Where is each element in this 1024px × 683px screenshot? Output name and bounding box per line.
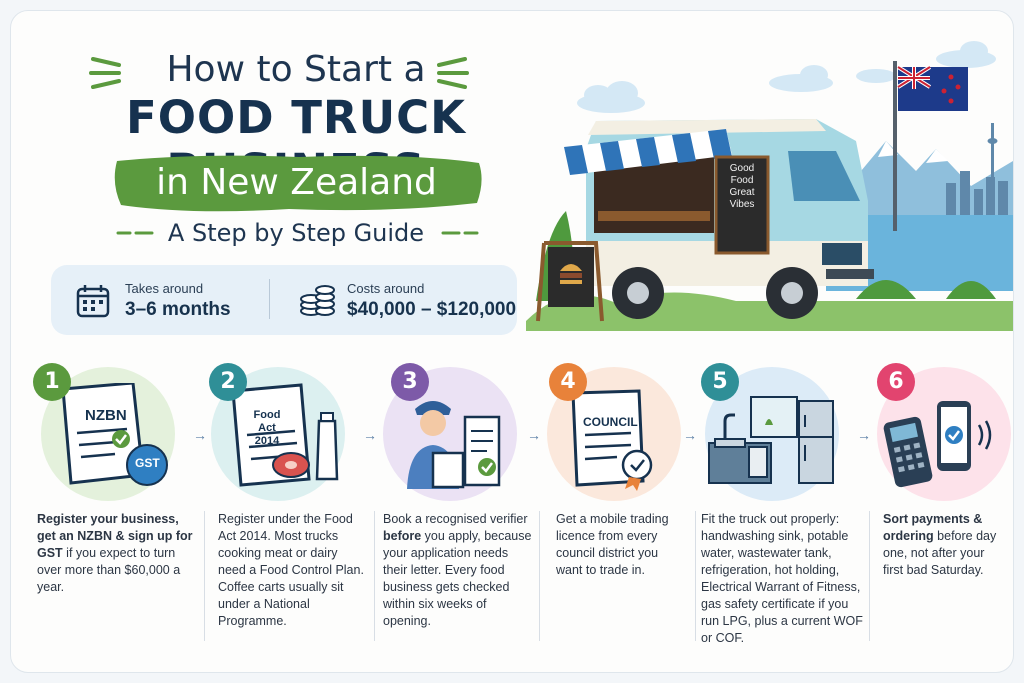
cost-label: Costs around [347, 281, 425, 296]
verifier-person-icon [407, 401, 501, 489]
kitchen-fitout-icon [708, 396, 834, 484]
city-skyline-icon [946, 123, 1008, 215]
calendar-icon [76, 285, 110, 318]
step-1-badge: 1 [33, 363, 71, 401]
food-truck-icon [536, 119, 874, 322]
food-act-document-icon [231, 383, 339, 487]
step-3-badge: 3 [391, 363, 429, 401]
step-1-text: if you expect to turn over more than $60… [37, 546, 181, 594]
step-5-arrow-icon: → [857, 427, 871, 443]
coins-icon [300, 285, 335, 316]
step-2-badge: 2 [209, 363, 247, 401]
step-4-arrow-icon: → [683, 427, 697, 443]
step-separator [539, 511, 540, 641]
payment-terminal-icon [883, 401, 992, 488]
step-4-badge: 4 [549, 363, 587, 401]
subtitle-left-dashes [116, 231, 154, 235]
step-2-description: Register under the Food Act 2014. Most t… [218, 512, 364, 628]
right-sparkle-icon [437, 57, 469, 89]
title-line-1: How to Start a [166, 49, 426, 90]
info-divider [269, 279, 270, 319]
step-3-text-a: Book a recognised verifier [383, 512, 528, 526]
title-banner: in New Zealand [109, 151, 484, 215]
time-value: 3–6 months [125, 299, 231, 320]
nzbn-label: NZBN [85, 407, 127, 424]
council-licence-icon [571, 389, 653, 491]
nz-flag-icon [896, 65, 968, 111]
left-sparkle-icon [89, 57, 121, 89]
step-3-text-b: you apply, because your application need… [383, 529, 532, 628]
green-brush-banner [114, 155, 482, 212]
food-act-label-line-1: Food Act [253, 409, 281, 434]
step-3-description: Book a recognised verifier before you ap… [383, 511, 533, 630]
step-1-arrow-icon: → [193, 427, 207, 443]
step-4-description: Get a mobile trading licence from every … [556, 512, 669, 577]
chalkboard-text: Good Food Great Vibes [719, 163, 765, 211]
council-label: COUNCIL [583, 415, 638, 429]
step-2-arrow-icon: → [363, 427, 377, 443]
time-label: Takes around [125, 281, 204, 296]
subtitle-right-dashes [441, 231, 479, 235]
step-5-badge: 5 [701, 363, 739, 401]
step-separator [204, 511, 205, 641]
infographic-frame: How to Start a FOOD TRUCK BUSINESS in Ne… [10, 10, 1014, 673]
food-truck-scene [526, 41, 1013, 331]
step-6-bold: Sort payments & ordering [883, 512, 983, 543]
food-act-label-line-2: 2014 [254, 435, 280, 447]
chalkboard-line-1: Good [729, 163, 755, 174]
step-6-description: Sort payments & ordering before day one,… [883, 511, 1003, 579]
step-6-text: before day one, not after your first bad… [883, 529, 997, 577]
cloud-icon [577, 41, 996, 113]
document-check-icon [61, 383, 168, 486]
chalkboard-line-3: Great [729, 187, 755, 198]
step-1-description: Register your business, get an NZBN & si… [37, 511, 197, 596]
step-separator [374, 511, 375, 641]
step-3-bold: before [383, 529, 422, 543]
title-line-3: in New Zealand [156, 162, 437, 203]
info-bar: Takes around 3–6 months Costs around $40… [51, 265, 517, 335]
chalkboard-line-4: Vibes [729, 199, 755, 210]
step-3-arrow-icon: → [527, 427, 541, 443]
chalkboard-line-2: Food [730, 175, 754, 186]
step-5-description: Fit the truck out properly: handwashing … [701, 512, 863, 645]
cost-value: $40,000 – $120,000 [347, 299, 517, 320]
food-act-label: Food Act 2014 [247, 409, 287, 448]
step-separator [869, 511, 870, 641]
gst-label: GST [135, 456, 160, 470]
step-1-bold: Register your business, get an NZBN & si… [37, 512, 193, 560]
step-separator [695, 511, 696, 641]
step-6-badge: 6 [877, 363, 915, 401]
subtitle: A Step by Step Guide [167, 219, 425, 247]
